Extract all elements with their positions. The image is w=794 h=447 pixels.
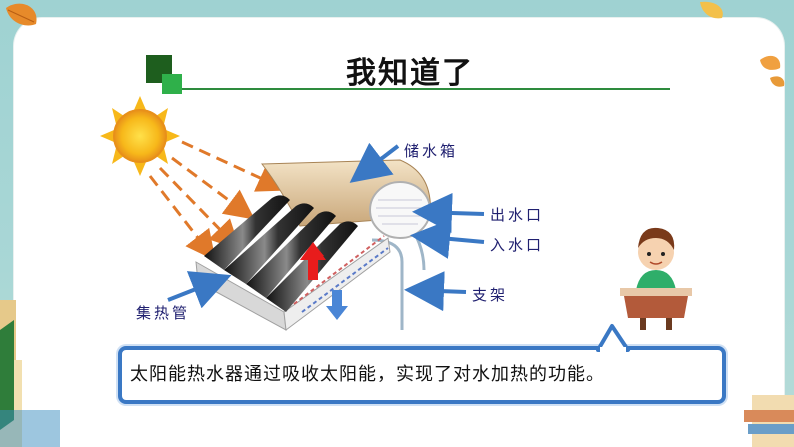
title-square-light-icon	[162, 74, 182, 94]
caption-box	[118, 346, 726, 404]
label-water-inlet: 入水口	[490, 236, 545, 254]
label-arrows	[167, 142, 485, 312]
hot-water-up-arrow-icon	[300, 242, 326, 280]
leaf-top-left-icon	[6, 3, 37, 26]
caption-text: 太阳能热水器通过吸收太阳能，实现了对水加热的功能。	[130, 364, 605, 385]
title-rule	[182, 88, 670, 90]
label-collector-tubes: 集热管	[136, 304, 191, 322]
cold-water-down-arrow-icon	[326, 290, 348, 320]
books-bottom-right-icon	[744, 395, 794, 447]
label-water-outlet: 出水口	[490, 206, 545, 224]
label-stand: 支架	[472, 286, 509, 304]
student-icon	[620, 227, 692, 330]
sun-rays	[148, 140, 288, 261]
books-bottom-left-icon	[0, 300, 60, 447]
page-title: 我知道了	[346, 56, 474, 91]
label-storage-tank: 储水箱	[404, 142, 459, 160]
sun-icon	[100, 96, 180, 176]
leaf-top-right-icon	[700, 1, 785, 87]
